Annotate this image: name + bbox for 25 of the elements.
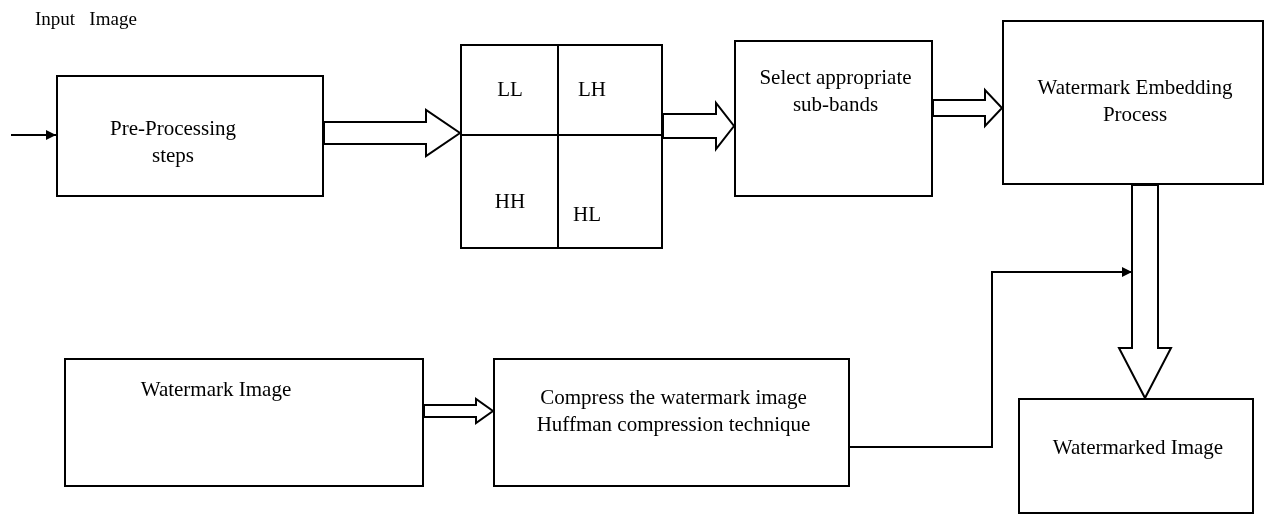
- sub-band-label: LL: [496, 76, 524, 103]
- process-box: [56, 75, 324, 197]
- sub-band-label: HH: [493, 188, 527, 215]
- box-text: Compress the watermark image Huffman compression technique: [535, 384, 812, 438]
- sub-band-label: LH: [577, 76, 607, 103]
- arrow: [849, 267, 1133, 448]
- input-label: Input Image: [35, 8, 137, 30]
- block-arrow: [662, 100, 736, 152]
- box-text: Pre-Processing steps: [109, 115, 237, 169]
- process-box: [734, 40, 933, 197]
- block-arrow: [323, 108, 462, 158]
- process-box: [1018, 398, 1254, 514]
- box-text: Watermarked Image: [1051, 434, 1225, 461]
- box-text: Watermark Image: [139, 376, 293, 403]
- box-text: Watermark Embedding Process: [1036, 74, 1234, 128]
- process-box: [1002, 20, 1264, 185]
- sub-band-grid-box: [460, 44, 663, 249]
- sub-band-label: HL: [572, 201, 602, 228]
- process-box: [493, 358, 850, 487]
- block-arrow: [932, 87, 1004, 129]
- block-arrow: [1117, 184, 1173, 401]
- block-arrow: [423, 397, 495, 425]
- arrow: [10, 130, 57, 140]
- box-text: Select appropriate sub-bands: [758, 64, 913, 118]
- process-box: [64, 358, 424, 487]
